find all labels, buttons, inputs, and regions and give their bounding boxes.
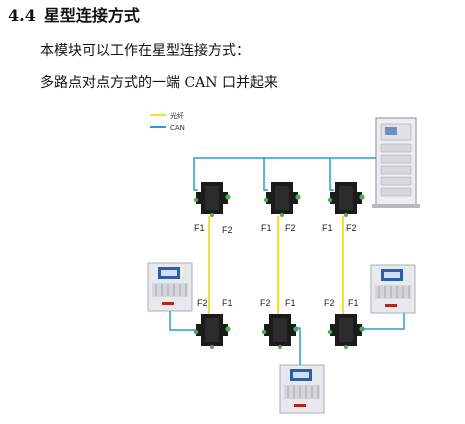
fiber-module-top-3	[327, 182, 365, 217]
fiber-module-top-2	[263, 182, 301, 217]
diagram-legend: 光纤 CAN	[150, 111, 185, 132]
port-label-f2: F2	[324, 298, 335, 308]
fiber-legend-label: 光纤	[170, 111, 184, 120]
port-label-f1: F1	[348, 298, 359, 308]
section-title: 星型连接方式	[43, 6, 140, 25]
port-label-f1: F1	[285, 298, 296, 308]
fiber-links	[208, 216, 344, 316]
fiber-module-bottom-1	[193, 314, 231, 349]
fiber-module-top-1	[193, 182, 231, 217]
fiber-module-bottom-3	[327, 314, 365, 349]
port-label-f1: F1	[194, 223, 205, 233]
can-links-panels	[169, 311, 405, 365]
port-label-f1: F1	[322, 223, 333, 233]
host-cabinet	[372, 117, 420, 208]
star-topology-diagram: 光纤 CAN F1 F2 F1 F2 F1 F2 F2 F1	[147, 111, 420, 414]
paragraph-2: 多路点对点方式的一端 CAN 口并起来	[40, 75, 278, 91]
can-bus-top	[193, 157, 376, 191]
paragraph-1: 本模块可以工作在星型连接方式：	[40, 43, 250, 59]
section-heading: 4.4 星型连接方式	[8, 2, 140, 26]
control-panel-right	[370, 264, 416, 314]
port-label-f1: F1	[261, 223, 272, 233]
port-label-f2: F2	[285, 223, 296, 233]
section-number: 4.4	[8, 6, 36, 25]
control-panel-bottom	[279, 364, 325, 414]
fiber-module-bottom-2	[261, 314, 299, 349]
port-label-f2: F2	[197, 298, 208, 308]
control-panel-left	[147, 262, 193, 312]
can-legend-label: CAN	[170, 124, 185, 132]
port-label-f2: F2	[346, 223, 357, 233]
port-label-f2: F2	[260, 298, 271, 308]
port-label-f1: F1	[222, 298, 233, 308]
port-label-f2: F2	[222, 225, 233, 235]
